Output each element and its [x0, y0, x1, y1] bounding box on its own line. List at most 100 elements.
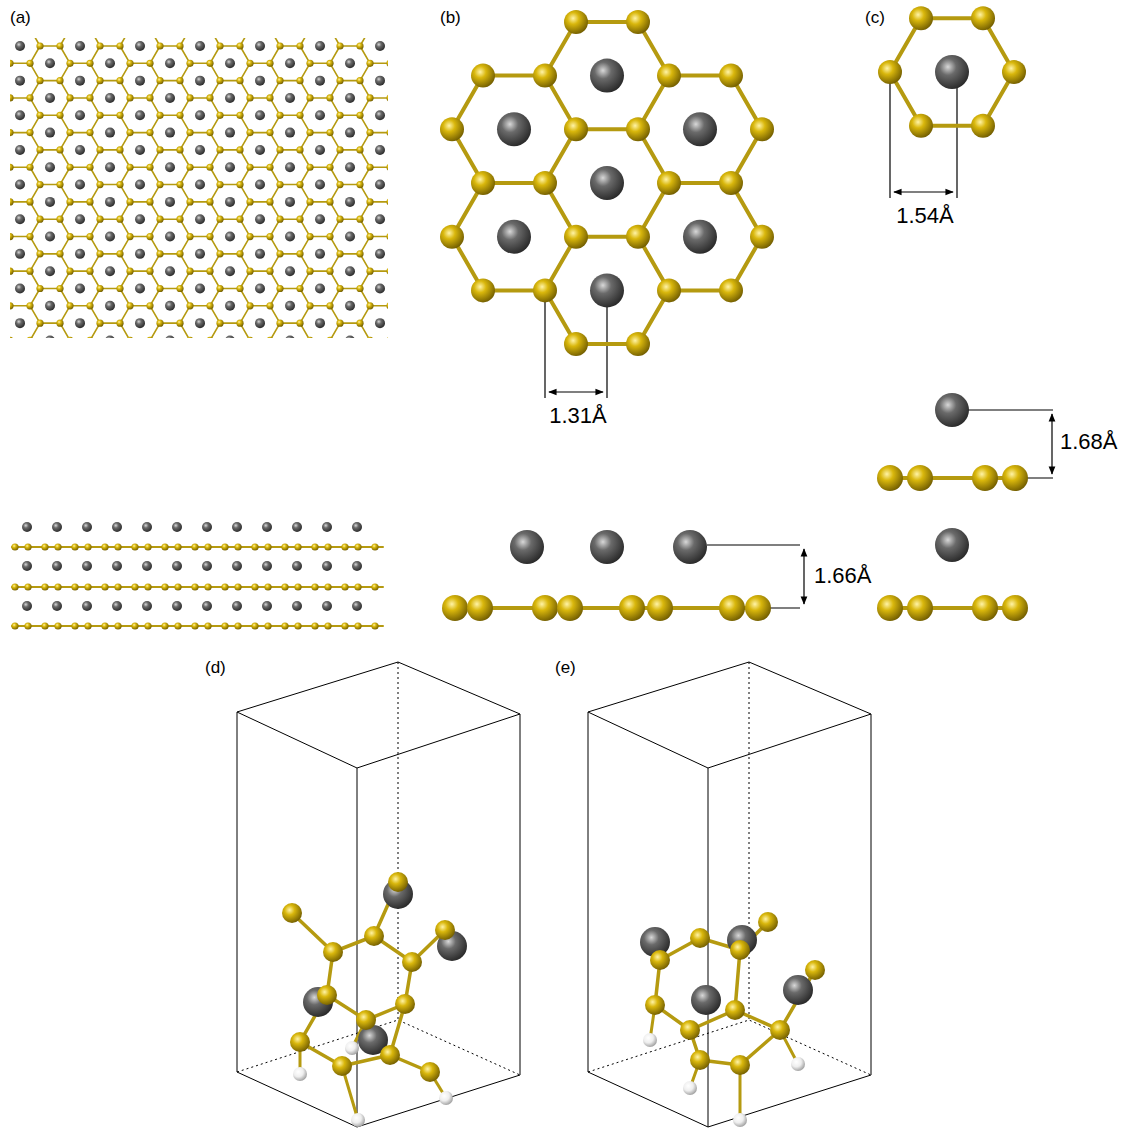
metal-atom	[195, 76, 205, 86]
metal-atom	[783, 975, 813, 1005]
si-atom	[246, 268, 253, 275]
metal-atom	[225, 301, 235, 311]
si-atom	[86, 198, 93, 205]
metal-atom	[345, 232, 355, 242]
si-atom	[236, 285, 243, 292]
metal-atom	[165, 162, 175, 172]
si-atom	[126, 268, 133, 275]
h-atom	[345, 1041, 359, 1055]
si-atom	[156, 250, 163, 257]
metal-atom	[15, 283, 25, 293]
si-atom	[126, 233, 133, 240]
si-atom	[564, 332, 588, 356]
si-atom	[26, 94, 33, 101]
metal-atom	[292, 601, 302, 611]
si-atom	[336, 42, 343, 49]
si-atom	[750, 117, 774, 141]
si-atom	[36, 250, 43, 257]
si-atom	[26, 164, 33, 171]
si-atom	[216, 181, 223, 188]
si-atom	[972, 595, 998, 621]
si-atom	[156, 146, 163, 153]
si-atom	[236, 77, 243, 84]
metal-atom	[225, 93, 235, 103]
metal-atom	[255, 180, 265, 190]
si-atom	[126, 164, 133, 171]
metal-atom	[262, 561, 272, 571]
cluster-model	[282, 872, 467, 1127]
metal-atom	[375, 110, 385, 120]
si-atom	[146, 60, 153, 67]
metal-atom	[262, 601, 272, 611]
metal-atom	[202, 561, 212, 571]
si-atom	[311, 622, 318, 629]
si-atom	[191, 583, 198, 590]
si-atom	[236, 181, 243, 188]
metal-atom	[195, 214, 205, 224]
si-atom	[341, 583, 348, 590]
si-atom	[276, 320, 283, 327]
metal-atom	[315, 283, 325, 293]
si-atom	[366, 337, 373, 338]
simulation-cell	[588, 662, 871, 1127]
si-atom	[191, 543, 198, 550]
si-atom	[96, 42, 103, 49]
metal-atom	[935, 528, 969, 562]
si-atom	[395, 994, 415, 1014]
si-atom	[971, 6, 995, 30]
si-atom	[10, 198, 14, 205]
si-atom	[66, 164, 73, 171]
lattice-top-view	[10, 38, 388, 338]
h-atom	[439, 1091, 453, 1105]
si-atom	[101, 583, 108, 590]
si-atom	[36, 77, 43, 84]
si-atom	[650, 950, 670, 970]
metal-atom	[75, 283, 85, 293]
dimension-label: 1.66Å	[814, 563, 872, 588]
si-atom	[909, 6, 933, 30]
metal-atom	[375, 41, 385, 51]
si-atom	[324, 583, 331, 590]
si-atom	[276, 112, 283, 119]
metal-atom	[195, 180, 205, 190]
si-atom	[126, 198, 133, 205]
metal-atom	[345, 128, 355, 138]
si-atom	[86, 164, 93, 171]
si-atom	[619, 595, 645, 621]
si-atom	[206, 198, 213, 205]
metal-atom	[352, 601, 362, 611]
metal-atom	[202, 601, 212, 611]
si-atom	[341, 543, 348, 550]
metal-atom	[15, 214, 25, 224]
si-atom	[116, 146, 123, 153]
si-atom	[264, 622, 271, 629]
si-atom	[146, 164, 153, 171]
panel-label: (e)	[555, 658, 576, 678]
metal-atom	[232, 522, 242, 532]
si-atom	[317, 985, 337, 1005]
single-ring-side-view	[877, 393, 1028, 621]
si-atom	[156, 77, 163, 84]
metal-atom	[285, 335, 295, 338]
metal-atom	[165, 301, 175, 311]
si-atom	[246, 233, 253, 240]
si-atom	[745, 595, 771, 621]
si-atom	[324, 622, 331, 629]
metal-atom	[352, 561, 362, 571]
metal-atom	[165, 266, 175, 276]
metal-atom	[345, 93, 355, 103]
si-atom	[221, 583, 228, 590]
metal-atom	[22, 561, 32, 571]
si-atom	[96, 250, 103, 257]
metal-atom	[75, 41, 85, 51]
si-atom	[366, 268, 373, 275]
metal-atom	[172, 601, 182, 611]
si-atom	[471, 171, 495, 195]
si-atom	[116, 250, 123, 257]
si-atom	[296, 112, 303, 119]
metal-atom	[105, 266, 115, 276]
si-atom	[354, 583, 361, 590]
metal-atom	[45, 162, 55, 172]
si-atom	[336, 112, 343, 119]
si-atom	[176, 112, 183, 119]
